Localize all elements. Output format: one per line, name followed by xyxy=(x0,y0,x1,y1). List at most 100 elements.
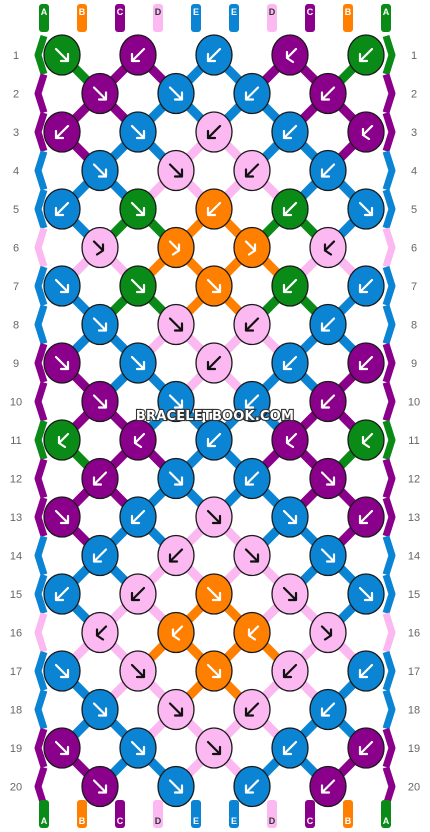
knot[interactable] xyxy=(43,188,81,230)
knot[interactable] xyxy=(233,534,271,577)
knot[interactable] xyxy=(233,149,271,192)
knot-arrow-icon xyxy=(358,278,374,294)
knot[interactable] xyxy=(81,457,119,500)
knot[interactable] xyxy=(43,573,81,615)
knot-arrow-icon xyxy=(130,355,146,371)
knot[interactable] xyxy=(119,419,157,461)
knot[interactable] xyxy=(43,34,81,76)
knot[interactable] xyxy=(309,611,347,654)
knot[interactable] xyxy=(347,188,385,230)
knot[interactable] xyxy=(309,303,347,346)
knot-arrow-icon xyxy=(92,317,108,332)
knot[interactable] xyxy=(271,34,309,76)
knot[interactable] xyxy=(157,534,195,577)
knot[interactable] xyxy=(233,457,271,500)
knot[interactable] xyxy=(309,688,347,731)
knot[interactable] xyxy=(43,111,81,153)
knot[interactable] xyxy=(195,650,233,692)
top-string-label: D xyxy=(269,7,276,17)
knot[interactable] xyxy=(195,34,233,76)
knot[interactable] xyxy=(347,573,385,615)
knot[interactable] xyxy=(347,650,385,692)
knot[interactable] xyxy=(157,72,195,115)
knot[interactable] xyxy=(271,265,309,307)
knot[interactable] xyxy=(119,188,157,230)
knot[interactable] xyxy=(157,611,195,654)
knot[interactable] xyxy=(81,149,119,192)
knot[interactable] xyxy=(195,419,233,461)
knot-arrow-icon xyxy=(168,163,184,178)
knot[interactable] xyxy=(119,342,157,384)
knot[interactable] xyxy=(43,265,81,307)
knot[interactable] xyxy=(43,419,81,461)
knot[interactable] xyxy=(119,650,157,692)
knot[interactable] xyxy=(157,226,195,269)
knot[interactable] xyxy=(271,650,309,692)
knot[interactable] xyxy=(195,188,233,230)
knot-arrow-icon xyxy=(282,663,298,679)
knot[interactable] xyxy=(347,727,385,769)
knot[interactable] xyxy=(119,34,157,76)
knot[interactable] xyxy=(119,111,157,153)
knot[interactable] xyxy=(309,765,347,808)
knot[interactable] xyxy=(233,226,271,269)
knot[interactable] xyxy=(309,380,347,423)
knot[interactable] xyxy=(81,534,119,577)
knot[interactable] xyxy=(347,419,385,461)
knot[interactable] xyxy=(157,149,195,192)
knot-arrow-icon xyxy=(206,47,222,63)
knot[interactable] xyxy=(119,496,157,538)
knot[interactable] xyxy=(81,611,119,654)
knot[interactable] xyxy=(195,342,233,384)
knot[interactable] xyxy=(271,342,309,384)
knot[interactable] xyxy=(233,380,271,423)
knot[interactable] xyxy=(309,534,347,577)
knot[interactable] xyxy=(81,303,119,346)
knot[interactable] xyxy=(233,611,271,654)
knot[interactable] xyxy=(119,727,157,769)
knot[interactable] xyxy=(271,419,309,461)
knot[interactable] xyxy=(271,496,309,538)
knot[interactable] xyxy=(157,380,195,423)
row-label: 6 xyxy=(411,243,417,255)
knot[interactable] xyxy=(233,303,271,346)
knot[interactable] xyxy=(195,111,233,153)
knot[interactable] xyxy=(195,496,233,538)
knot[interactable] xyxy=(309,72,347,115)
knot[interactable] xyxy=(233,688,271,731)
knot[interactable] xyxy=(271,573,309,615)
knot[interactable] xyxy=(347,34,385,76)
knot[interactable] xyxy=(233,765,271,808)
knot[interactable] xyxy=(43,650,81,692)
knot-arrow-icon xyxy=(358,47,374,63)
knot[interactable] xyxy=(43,496,81,538)
knot[interactable] xyxy=(81,380,119,423)
knot[interactable] xyxy=(233,72,271,115)
knot[interactable] xyxy=(347,496,385,538)
knot[interactable] xyxy=(81,72,119,115)
knot[interactable] xyxy=(347,342,385,384)
knot[interactable] xyxy=(271,727,309,769)
row-label: 4 xyxy=(13,166,19,178)
knot[interactable] xyxy=(195,265,233,307)
knot[interactable] xyxy=(81,765,119,808)
knot[interactable] xyxy=(43,342,81,384)
knot[interactable] xyxy=(309,149,347,192)
knot[interactable] xyxy=(271,111,309,153)
knot[interactable] xyxy=(119,573,157,615)
knot[interactable] xyxy=(309,457,347,500)
knot[interactable] xyxy=(195,573,233,615)
knot[interactable] xyxy=(157,303,195,346)
knot[interactable] xyxy=(309,226,347,269)
knot[interactable] xyxy=(43,727,81,769)
knot[interactable] xyxy=(81,688,119,731)
knot[interactable] xyxy=(347,265,385,307)
knot[interactable] xyxy=(81,226,119,269)
knot[interactable] xyxy=(157,765,195,808)
knot[interactable] xyxy=(119,265,157,307)
knot[interactable] xyxy=(271,188,309,230)
knot[interactable] xyxy=(157,457,195,500)
knot[interactable] xyxy=(157,688,195,731)
knot[interactable] xyxy=(347,111,385,153)
knot[interactable] xyxy=(195,727,233,769)
